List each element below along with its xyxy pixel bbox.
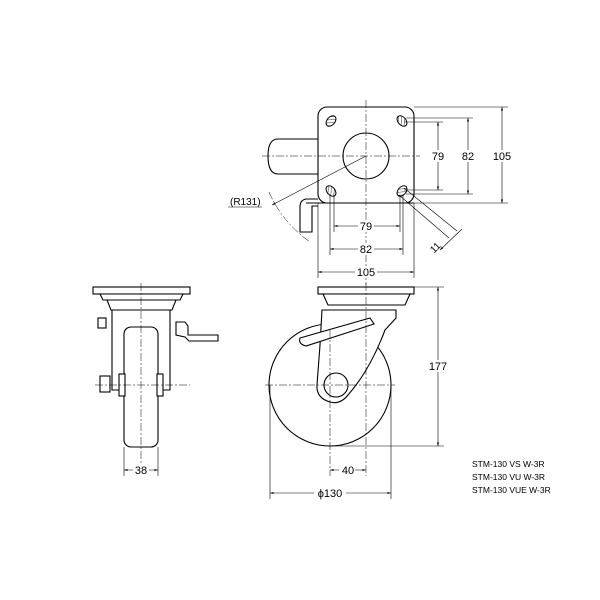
model-name: STM-130 VUE W-3R: [472, 485, 551, 495]
brake-lever: [299, 198, 318, 233]
dim-radius: (R131): [230, 197, 261, 208]
dim-inner-h: 79: [360, 221, 372, 233]
dim-height: 177: [429, 361, 447, 373]
model-name: STM-130 VS W-3R: [472, 459, 545, 469]
dim-plate-v: 105: [493, 151, 511, 163]
dim-outer-h: 82: [360, 244, 372, 256]
side-view: 177 40 ϕ130: [265, 283, 448, 500]
top-view: (R131) 79 82 105 79 82 105 11: [228, 100, 512, 285]
brake-housing: [267, 138, 318, 175]
model-list: STM-130 VS W-3R STM-130 VU W-3R STM-130 …: [472, 459, 551, 495]
side-brake-lever: [299, 317, 375, 347]
dim-wheel-width: 38: [135, 465, 147, 477]
dim-offset: 40: [342, 465, 354, 477]
model-name: STM-130 VU W-3R: [472, 472, 545, 482]
dim-outer-v: 82: [462, 151, 474, 163]
dim-inner-v: 79: [432, 151, 444, 163]
dim-diameter: ϕ130: [318, 488, 343, 500]
dim-plate-h: 105: [357, 267, 375, 279]
dim-slot: 11: [428, 240, 443, 255]
front-view: 38: [92, 283, 219, 477]
